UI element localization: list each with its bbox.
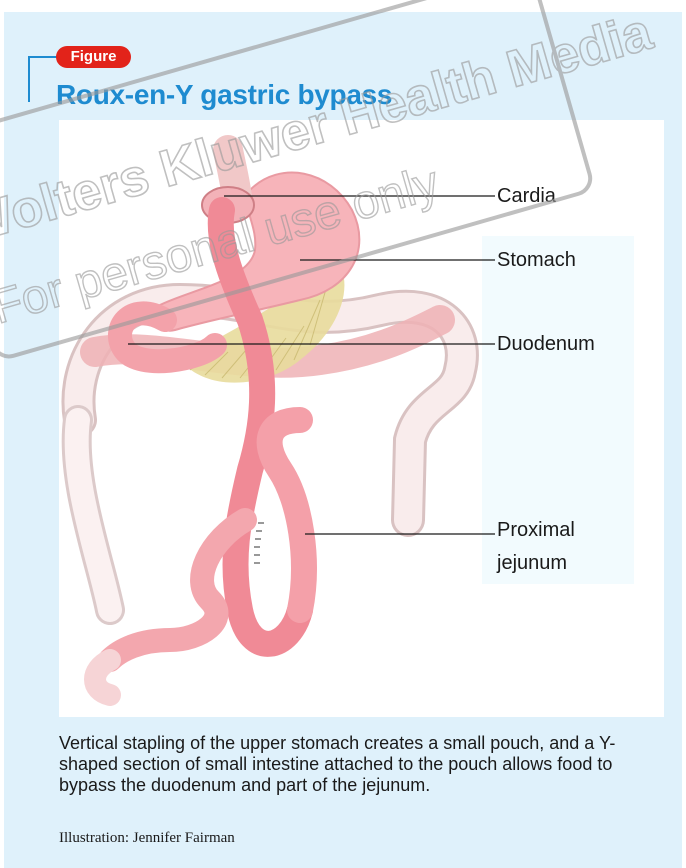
label-duodenum: Duodenum <box>497 332 595 357</box>
label-cardia: Cardia <box>497 184 556 209</box>
label-jejunum-line1: Proximal <box>497 518 575 543</box>
jejunum-loop <box>270 420 304 610</box>
ascending-colon-lumen <box>77 420 110 610</box>
label-jejunum-line2: jejunum <box>497 551 567 576</box>
label-stomach: Stomach <box>497 248 576 273</box>
illustration-credit: Illustration: Jennifer Fairman <box>59 830 235 847</box>
figure-caption: Vertical stapling of the upper stomach c… <box>59 733 659 796</box>
distal-intestine <box>95 660 110 695</box>
staple-line <box>254 523 264 563</box>
